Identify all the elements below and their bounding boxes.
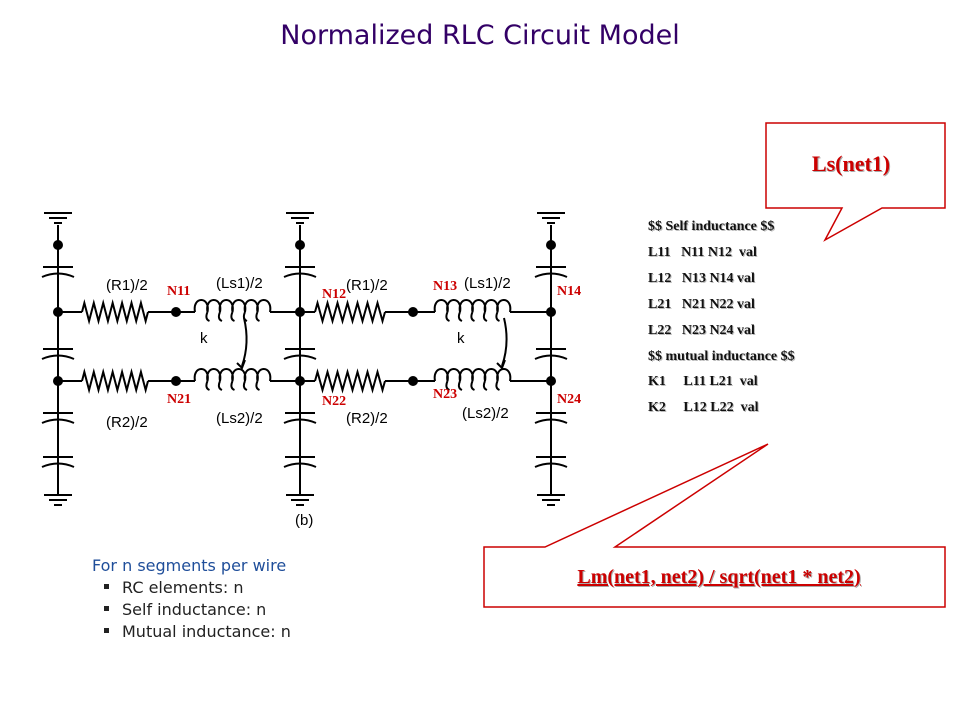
node-label: N24 bbox=[557, 392, 581, 407]
node-label: N13 bbox=[433, 279, 457, 294]
node-dot bbox=[53, 240, 63, 250]
inductor-loop bbox=[217, 311, 223, 322]
notes-heading: For n segments per wire bbox=[92, 556, 287, 575]
spice-netlist: $$ Self inductance $$ L11 N11 N12 val L1… bbox=[648, 214, 795, 421]
resistor-label: (R2)/2 bbox=[106, 414, 148, 431]
inductor-loop bbox=[242, 380, 248, 391]
inductor-loop bbox=[230, 380, 235, 391]
self-inductance-callout bbox=[765, 122, 946, 242]
self-inductance-callout-text: Ls(net1) bbox=[811, 151, 891, 176]
node-label: N21 bbox=[167, 392, 191, 407]
mutual-inductance-callout-text: Lm(net1, net2) / sqrt(net1 * net2) bbox=[577, 566, 861, 588]
capacitor-plate bbox=[283, 272, 317, 278]
inductor-loop bbox=[205, 311, 210, 322]
resistor-label: (R2)/2 bbox=[346, 410, 388, 427]
netlist-line: K2 L12 L22 val bbox=[648, 400, 759, 416]
coupling-label: k bbox=[457, 330, 465, 347]
list-item-text: RC elements: n bbox=[122, 578, 244, 597]
inductor-symbol bbox=[193, 299, 272, 313]
list-item: Self inductance: n bbox=[104, 599, 291, 621]
netlist-line: $$ Self inductance $$ bbox=[648, 219, 775, 234]
node-label: N12 bbox=[322, 287, 346, 302]
netlist-line: $$ mutual inductance $$ bbox=[648, 348, 795, 364]
resistor-label: (R1)/2 bbox=[106, 277, 148, 294]
capacitor-plate bbox=[534, 418, 568, 424]
inductor-symbol bbox=[433, 299, 512, 313]
capacitor-plate bbox=[534, 354, 568, 360]
coupling-label: k bbox=[200, 330, 208, 347]
capacitor-plate bbox=[41, 354, 75, 360]
netlist-line: L11 N11 N12 val bbox=[648, 244, 757, 260]
inductor-symbol bbox=[193, 368, 272, 382]
capacitor-plate bbox=[283, 462, 317, 468]
inductor-symbol bbox=[433, 368, 512, 382]
inductor-label: (Ls1)/2 bbox=[216, 275, 263, 292]
inductor-label: (Ls2)/2 bbox=[216, 410, 263, 427]
netlist-line: L22 N23 N24 val bbox=[648, 322, 755, 338]
mutual-inductance-callout bbox=[483, 443, 946, 608]
node-label: N14 bbox=[557, 284, 581, 299]
capacitor-plate bbox=[41, 272, 75, 278]
coupling-arrowhead bbox=[496, 359, 506, 370]
inductor-loop bbox=[482, 311, 488, 322]
inductor-loop bbox=[470, 380, 475, 391]
capacitor-plate bbox=[534, 462, 568, 468]
page-title: Normalized RLC Circuit Model bbox=[280, 20, 680, 51]
figure-label: (b) bbox=[295, 512, 313, 529]
capacitor-plate bbox=[41, 418, 75, 424]
capacitor-plate bbox=[283, 354, 317, 360]
node-dot bbox=[546, 240, 556, 250]
node-label: N11 bbox=[167, 284, 190, 299]
netlist-line: L12 N13 N14 val bbox=[648, 270, 755, 286]
resistor-symbol bbox=[81, 299, 149, 325]
resistor-symbol bbox=[314, 368, 386, 394]
inductor-loop bbox=[495, 311, 500, 322]
list-item-text: Mutual inductance: n bbox=[122, 622, 291, 641]
inductor-loop bbox=[255, 311, 260, 322]
capacitor-plate bbox=[534, 272, 568, 278]
inductor-loop bbox=[457, 311, 463, 322]
list-item: Mutual inductance: n bbox=[104, 621, 291, 643]
node-dot bbox=[295, 240, 305, 250]
coupling-arrowhead bbox=[236, 359, 246, 370]
inductor-loop bbox=[217, 380, 223, 391]
list-item-text: Self inductance: n bbox=[122, 600, 267, 619]
inductor-loop bbox=[495, 380, 500, 391]
inductor-loop bbox=[205, 380, 210, 391]
node-label: N23 bbox=[433, 387, 457, 402]
netlist-line: L21 N21 N22 val bbox=[648, 296, 755, 312]
inductor-loop bbox=[255, 380, 260, 391]
segment-notes: For n segments per wire RC elements: n S… bbox=[92, 556, 291, 643]
node-label: N22 bbox=[322, 394, 346, 409]
resistor-symbol bbox=[314, 299, 386, 325]
notes-list: RC elements: n Self inductance: n Mutual… bbox=[92, 577, 291, 643]
inductor-loop bbox=[445, 380, 450, 391]
capacitor-plate bbox=[283, 418, 317, 424]
inductor-loop bbox=[230, 311, 235, 322]
netlist-line: K1 L11 L21 val bbox=[648, 374, 758, 390]
inductor-label: (Ls2)/2 bbox=[462, 405, 509, 422]
bullet-icon bbox=[104, 628, 109, 633]
bullet-icon bbox=[104, 606, 109, 611]
resistor-symbol bbox=[81, 368, 149, 394]
bullet-icon bbox=[104, 584, 109, 589]
inductor-loop bbox=[457, 380, 463, 391]
inductor-loop bbox=[482, 380, 488, 391]
inductor-loop bbox=[445, 311, 450, 322]
list-item: RC elements: n bbox=[104, 577, 291, 599]
inductor-loop bbox=[242, 311, 248, 322]
circuit-diagram: (R1)/2 (Ls1)/2 (R1)/2 (Ls1)/2 (R2)/2 (Ls2)/2 (… bbox=[41, 212, 581, 529]
resistor-label: (R1)/2 bbox=[346, 277, 388, 294]
capacitor-plate bbox=[41, 462, 75, 468]
inductor-label: (Ls1)/2 bbox=[464, 275, 511, 292]
inductor-loop bbox=[470, 311, 475, 322]
